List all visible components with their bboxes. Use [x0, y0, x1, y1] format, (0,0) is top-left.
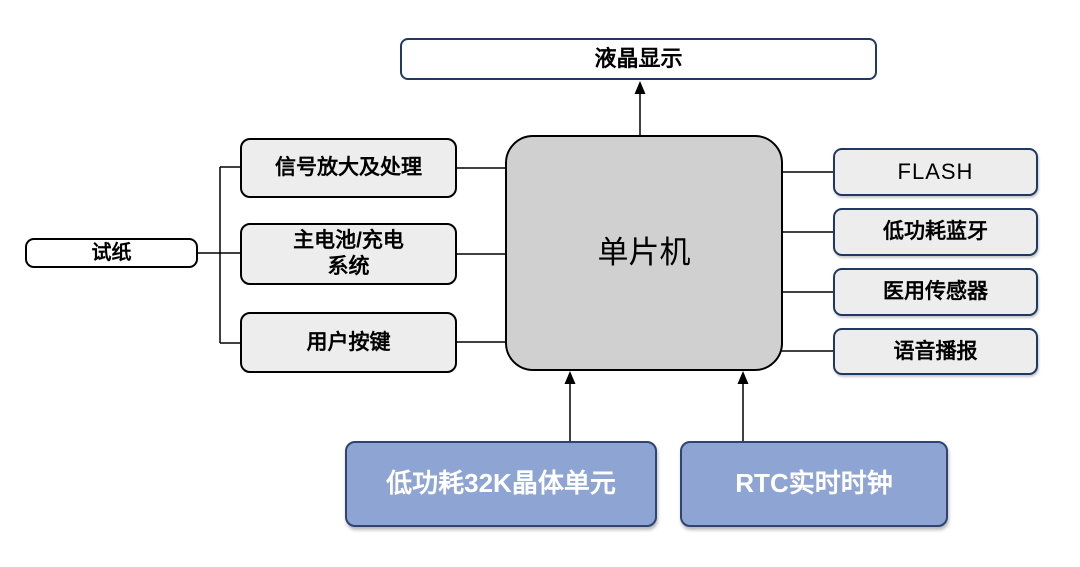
- arrow-crystal-mcu-head: [564, 371, 576, 384]
- node-medical-sensor: 医用传感器: [833, 268, 1038, 316]
- node-voice-broadcast: 语音播报: [833, 328, 1038, 375]
- node-mcu: 单片机: [505, 135, 783, 371]
- node-user-buttons: 用户按键: [240, 312, 457, 373]
- node-low-power-bluetooth: 低功耗蓝牙: [833, 208, 1038, 256]
- node-signal-amplification: 信号放大及处理: [240, 138, 457, 198]
- node-battery-charging: 主电池/充电 系统: [240, 223, 457, 285]
- node-lcd-display: 液晶显示: [400, 38, 877, 80]
- node-32k-crystal-unit: 低功耗32K晶体单元: [345, 441, 657, 527]
- node-rtc-clock: RTC实时时钟: [680, 441, 948, 527]
- arrow-mcu-lcd-head: [634, 81, 646, 94]
- arrow-rtc-mcu-head: [737, 371, 749, 384]
- node-flash: FLASH: [833, 148, 1038, 196]
- node-test-strip: 试纸: [25, 238, 198, 268]
